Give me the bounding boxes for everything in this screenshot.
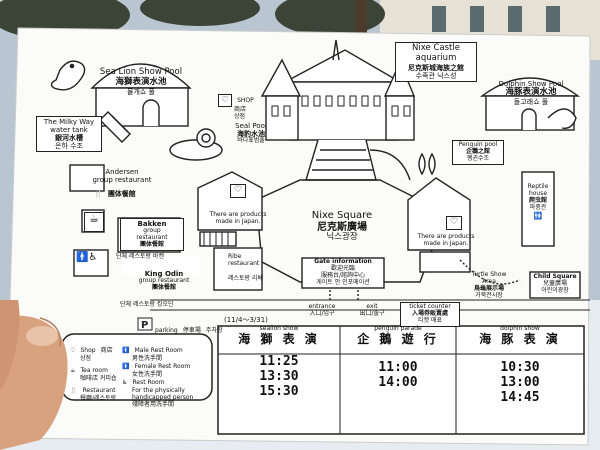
bottom-road: [150, 299, 590, 311]
building-windows: [432, 6, 560, 32]
sealion-time-3: 15:30: [259, 383, 299, 399]
penguin-schedule: penguin parade 企 鵝 遊 行 11:00 14:00: [340, 325, 456, 391]
restroom-icons-left: 🚹♿: [76, 252, 97, 264]
parking-icon: [137, 317, 153, 331]
seal-pool-label: Seal Pool 海豹水池 바다표범풀: [235, 122, 267, 145]
shop-icon-left: ♡: [230, 184, 246, 198]
legend-wheelchair-icon: ♿: [122, 379, 128, 386]
hand-thumb: [0, 315, 68, 450]
sealion-time-1: 11:25: [259, 353, 299, 369]
sealion-figure: [50, 60, 86, 91]
map-drawing: [50, 39, 590, 311]
reptile-restroom-icon: 🚻: [533, 211, 543, 220]
castle-body: [289, 81, 399, 141]
products-left-label: There are products made in Japan.: [209, 211, 267, 225]
thumb-nail: [26, 326, 58, 346]
legend-shop: ♡ Shop 商店 상점: [70, 347, 113, 363]
sealion-pool-roof: [90, 63, 192, 89]
seal-pool-ring: [196, 128, 216, 148]
castle-windows: [271, 95, 411, 117]
legend-female-icon: 🚺: [122, 363, 130, 370]
dolphin-time-2: 13:00: [500, 374, 540, 390]
schedule-dates: (11/4〜3/31): [224, 316, 268, 324]
restaurant-icon: 🍴: [94, 190, 103, 198]
legend-shop-icon: ♡: [70, 347, 76, 354]
legend-restaurant: 🍴 Restaurant 餐廳/레스토랑: [70, 387, 117, 403]
penguin-time-1: 11:00: [378, 359, 418, 375]
legend-female: 🚺 Female Rest Room 女性洗手間: [122, 363, 191, 379]
schedule-box: [217, 325, 585, 435]
legend-physical: ♿ Rest Room For the physically handicapp…: [122, 379, 194, 409]
child-square-label: Child Square 兒童廣場 어린이광장: [533, 273, 577, 294]
dolphin-pool-roof: [479, 77, 581, 97]
ribe-ko: 레스토랑 리베: [228, 275, 264, 282]
dotted-path-left: [329, 290, 359, 300]
legend-tea-icon: ☕: [70, 367, 76, 374]
penguin-pool-label: Penguin pool 企鵝之館 펭귄수조: [452, 140, 504, 165]
products-right-label: There are products made in Japan.: [417, 233, 475, 247]
wheelchair-icon: ♿: [88, 252, 98, 263]
child-square-box: [529, 271, 581, 299]
gate-building: [301, 257, 385, 289]
reptile-house: [521, 171, 555, 247]
gate-label: Gate information 歡迎光臨 服務台/諮詢中心 게이트 안 인포메…: [314, 258, 372, 286]
king-odin-label: King Odin group restaurant 團体餐館: [138, 270, 190, 291]
legend-male-icon: 🚹: [122, 347, 130, 354]
hand-fingers: [0, 300, 20, 390]
exit-label: exit 出口/출구: [359, 303, 385, 317]
andersen-zh: 🍴 團体餐館: [94, 190, 136, 198]
andersen-building: [197, 171, 263, 231]
right-shop-building: [407, 177, 471, 251]
svg-text:P: P: [141, 320, 148, 331]
tea-icon: ☕: [84, 212, 104, 232]
castle-label: Nixe Castle aquarium 尼克斯城海族之館 수족관 닉스성: [395, 42, 477, 82]
penguin-time-2: 14:00: [378, 374, 418, 390]
dolphin-time-1: 10:30: [500, 359, 540, 375]
penguin-figure: [418, 152, 436, 176]
milky-way-label: The Milky Way water tank 銀河水槽 은하 수조: [36, 116, 102, 153]
parking-label: parking 停車場 주차장: [155, 327, 223, 334]
shop-icon-right: ♡: [446, 216, 462, 230]
nixe-square-label: Nixe Square 尼克斯廣場 닉스광장: [311, 210, 373, 242]
king-odin-ko: 단체 레스토랑 킹오딘: [120, 301, 174, 308]
dolphin-time-3: 14:45: [500, 389, 540, 405]
bakken-label: Bakken group restaurant 團体餐館: [120, 218, 184, 251]
shop-label-top: ♡ SHOP 商店 상점: [218, 88, 254, 121]
dolphin-pool-label: Dolphin Show Pool 海豚表演水池 돌고래쇼 풀: [498, 80, 564, 106]
andersen-label: Andersen group restaurant: [92, 168, 152, 185]
sealion-pool-label: Sea Lion Show Pool 海獅表演水池 물개쇼 풀: [99, 67, 183, 96]
reptile-house-label: Reptile house 爬虫館 파충관 🚻: [522, 183, 554, 220]
bakken-ko: 단체 레스토랑 바켄: [116, 253, 164, 260]
ribe-building: [213, 247, 263, 291]
shop-icon: ♡: [218, 94, 232, 107]
legend-tea: ☕ Tea room 咖啡店 커피숍: [70, 367, 117, 383]
entrance-label: entrance 入口/입구: [308, 303, 336, 317]
legend-male: 🚹 Male Rest Room 男性洗手間: [122, 347, 183, 363]
sealion-schedule: sealion show 海 獅 表 演 11:25 13:30 15:30: [218, 325, 340, 400]
sealion-time-2: 13:30: [259, 368, 299, 384]
dolphin-figure: [547, 108, 577, 129]
male-restroom-icon: 🚹: [76, 252, 89, 263]
dolphin-schedule: dolphin show 海 豚 表 演 10:30 13:00 14:45: [456, 325, 584, 406]
tree-trunk: [355, 0, 367, 40]
legend-restaurant-icon: 🍴: [70, 387, 78, 394]
turtle-label: Turtle Show Area 烏龜展示場 거북전시장: [471, 271, 507, 299]
ticket-counter-label: ticket counter 入場券販賣處 티켓 매표: [400, 302, 460, 327]
ribe-label: Ribe restaurant: [228, 253, 260, 267]
dotted-path-right: [459, 259, 521, 285]
